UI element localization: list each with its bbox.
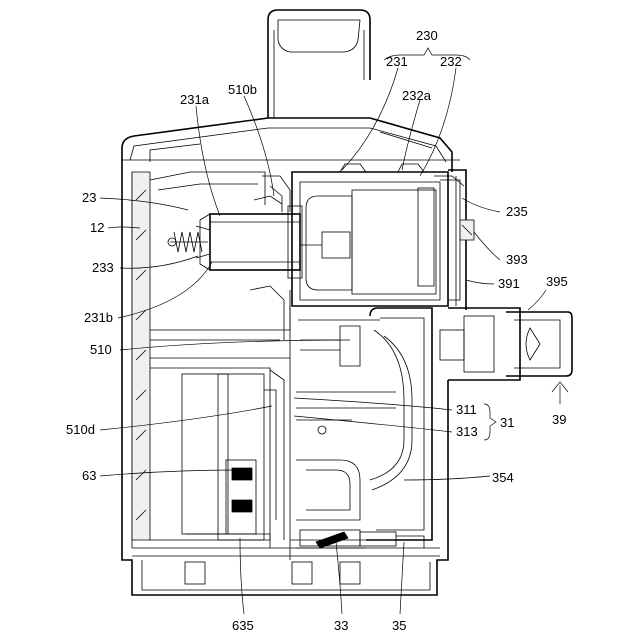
label-230: 230 bbox=[416, 28, 438, 43]
base-35 bbox=[290, 532, 432, 548]
label-231b: 231b bbox=[84, 310, 113, 325]
label-63: 63 bbox=[82, 468, 96, 483]
upper-chamber bbox=[150, 172, 290, 358]
label-12: 12 bbox=[90, 220, 104, 235]
leader-33 bbox=[336, 542, 342, 614]
filter-63 bbox=[150, 368, 284, 548]
leader-235 bbox=[462, 198, 500, 212]
leader-510b bbox=[244, 96, 274, 196]
leader-35 bbox=[400, 542, 404, 614]
leader-63 bbox=[100, 470, 236, 476]
label-231: 231 bbox=[386, 54, 408, 69]
brace-31 bbox=[484, 404, 496, 440]
partition-510 bbox=[250, 286, 380, 560]
leader-354 bbox=[404, 476, 490, 480]
label-395: 395 bbox=[546, 274, 568, 289]
label-393: 393 bbox=[506, 252, 528, 267]
label-635: 635 bbox=[232, 618, 254, 633]
spring-233 bbox=[168, 226, 210, 258]
leader-231 bbox=[342, 68, 398, 170]
leader-231a bbox=[196, 106, 220, 216]
leader-232a bbox=[402, 100, 420, 170]
leader-510 bbox=[120, 340, 350, 350]
label-510d: 510d bbox=[66, 422, 95, 437]
side-panel-391 bbox=[448, 170, 474, 310]
leader-510d bbox=[100, 406, 272, 430]
label-232a: 232a bbox=[402, 88, 432, 103]
motor-housing-31 bbox=[296, 308, 432, 540]
label-510: 510 bbox=[90, 342, 112, 357]
label-311: 311 bbox=[456, 402, 477, 417]
leader-391 bbox=[466, 280, 494, 284]
leader-393 bbox=[474, 232, 500, 260]
label-391: 391 bbox=[498, 276, 520, 291]
module-230 bbox=[292, 164, 464, 306]
label-33: 33 bbox=[334, 618, 348, 633]
fan-33 bbox=[296, 460, 366, 548]
label-354: 354 bbox=[492, 470, 514, 485]
label-23: 23 bbox=[82, 190, 96, 205]
leader-395 bbox=[528, 290, 546, 310]
label-235: 235 bbox=[506, 204, 528, 219]
label-510b: 510b bbox=[228, 82, 257, 97]
label-39: 39 bbox=[552, 412, 566, 427]
label-231a: 231a bbox=[180, 92, 210, 107]
leader-635 bbox=[240, 538, 244, 614]
label-313: 313 bbox=[456, 424, 478, 439]
nozzle-pipe bbox=[200, 206, 302, 278]
label-232: 232 bbox=[440, 54, 462, 69]
label-233: 233 bbox=[92, 260, 114, 275]
label-31: 31 bbox=[500, 415, 514, 430]
label-35: 35 bbox=[392, 618, 406, 633]
top-handle bbox=[268, 10, 370, 118]
leader-lines bbox=[100, 48, 568, 614]
inlet-395 bbox=[440, 308, 572, 380]
